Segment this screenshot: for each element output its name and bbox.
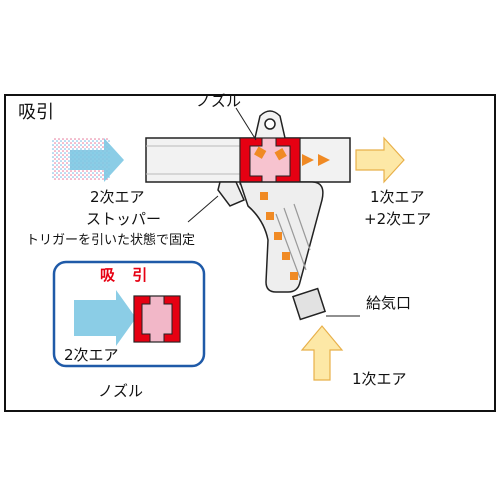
primary-air-out-label: 1次エア [370,188,425,206]
secondary-air-label: 2次エア [90,188,145,206]
nozzle-label: ノズル [196,92,242,110]
inset-caption: ノズル [98,382,144,400]
inset-title: 吸 引 [100,266,154,284]
input-air-arrow [300,325,344,381]
air-inlet-coupler [291,287,327,321]
gun-trigger [217,181,245,207]
combined-air-label: +2次エア [364,210,432,228]
output-air-arrow [355,136,405,184]
trigger-note: トリガーを引いた状態で固定 [26,233,196,248]
secondary-air-arrow [70,138,124,182]
primary-air-in-label: 1次エア [352,370,407,388]
stopper-label: ストッパー [86,210,162,228]
mode-label: 吸引 [18,102,54,123]
inset-air-label: 2次エア [64,346,119,364]
air-inlet-label: 給気口 [366,294,412,312]
inset-air-arrow [74,290,136,346]
